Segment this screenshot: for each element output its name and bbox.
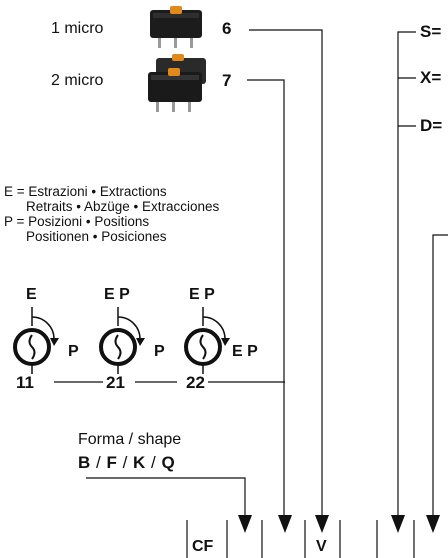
micro-2-code: 7 <box>222 71 232 90</box>
switch-22-top-label: E P <box>189 286 215 303</box>
shape-codes: B / F / K / Q <box>78 453 175 473</box>
switch-symbol-11 <box>13 307 59 374</box>
micro-1-label: 1 micro <box>51 20 104 37</box>
switch-symbol-21 <box>99 307 145 374</box>
switch-21-top-label: E P <box>104 286 130 303</box>
arrow-22 <box>278 515 292 533</box>
connector-line-shape <box>86 477 246 515</box>
shape-separator: / <box>117 453 134 472</box>
shape-code-k: K <box>133 453 146 472</box>
arrow-shape <box>238 515 252 533</box>
legend-line-2: Retraits • Abzüge • Extracciones <box>26 199 220 214</box>
legend-line-1: E = Estrazioni • Extractions <box>4 184 167 199</box>
shape-separator: / <box>145 453 162 472</box>
micro-2-label: 2 micro <box>51 72 104 89</box>
switch-21-code: 21 <box>106 373 125 392</box>
connector-line-right <box>432 234 448 515</box>
connector-line-6 <box>249 29 323 515</box>
micro-switch-image-2 <box>148 54 206 112</box>
shape-title: Forma / shape <box>78 431 182 448</box>
shape-separator: / <box>90 453 107 472</box>
switch-22-side-label: E P <box>232 343 258 360</box>
right-option-x: X= <box>420 68 442 87</box>
shape-code-f: F <box>106 453 118 472</box>
code-prefix: CF <box>192 538 214 555</box>
switch-21-side-label: P <box>154 343 165 360</box>
shape-code-b: B <box>78 453 91 472</box>
switch-11-code: 11 <box>16 373 34 392</box>
connector-line-s <box>397 31 416 515</box>
arrow-right <box>426 515 440 533</box>
arrow-6 <box>315 515 329 533</box>
code-middle: V <box>316 538 327 555</box>
micro-1-code: 6 <box>222 19 232 38</box>
legend-line-4: Positionen • Posiciones <box>26 229 167 244</box>
right-option-d: D= <box>420 116 443 135</box>
switch-11-side-label: P <box>68 343 79 360</box>
legend-line-3: P = Posizioni • Positions <box>4 214 150 229</box>
switch-symbol-22 <box>184 307 230 374</box>
micro-switch-image-1 <box>150 6 202 48</box>
legend: E = Estrazioni • Extractions Retraits • … <box>4 184 304 244</box>
connector-line-7 <box>247 79 285 515</box>
switch-22-code: 22 <box>186 373 205 392</box>
shape-code-q: Q <box>161 453 176 472</box>
switch-11-top-label: E <box>26 286 37 303</box>
arrow-s <box>391 515 405 533</box>
right-option-s: S= <box>420 22 442 41</box>
